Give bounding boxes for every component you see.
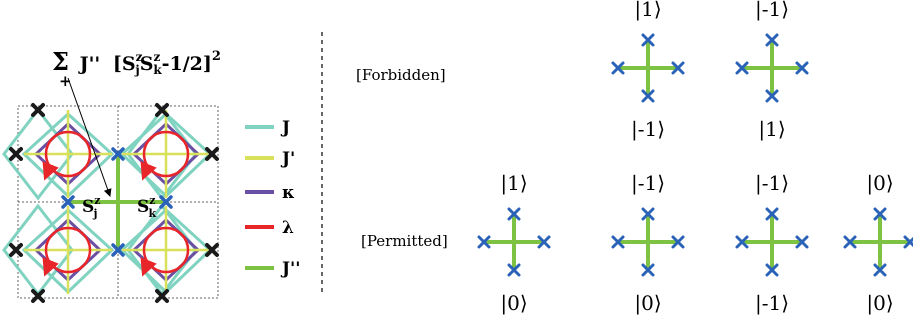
cross-mark <box>765 33 779 47</box>
permitted-vertex: |-1⟩ |-1⟩ <box>735 171 809 316</box>
cross-mark <box>641 207 655 221</box>
legend-item-kappa: κ <box>245 183 295 203</box>
ket-top: |-1⟩ <box>631 171 665 196</box>
forbidden-label: [Forbidden] <box>356 66 446 84</box>
cross-mark <box>111 243 125 257</box>
j-double-prime-bonds <box>68 154 166 250</box>
cross-mark <box>735 235 749 249</box>
cross-mark <box>843 235 857 249</box>
dark-crosses <box>9 103 219 303</box>
cross-mark <box>61 195 75 209</box>
cross-mark <box>765 89 779 103</box>
cross-mark <box>111 147 125 161</box>
cross-mark <box>9 243 23 257</box>
cross-mark <box>205 147 219 161</box>
cross-mark <box>903 235 913 249</box>
cross-mark <box>795 61 809 75</box>
cross-mark <box>31 289 45 303</box>
cross-mark <box>873 207 887 221</box>
cross-mark <box>611 235 625 249</box>
legend-item-j: J <box>245 118 290 138</box>
cross-mark <box>671 61 685 75</box>
permitted-label: [Permitted] <box>361 232 448 250</box>
ket-bottom: |-1⟩ <box>755 291 789 316</box>
forbidden-vertex: |1⟩ |-1⟩ <box>611 0 685 142</box>
cross-mark <box>507 263 521 277</box>
cross-mark <box>537 235 551 249</box>
cross-mark <box>795 235 809 249</box>
ket-bottom: |0⟩ <box>866 291 893 316</box>
cross-mark <box>155 289 169 303</box>
cross-mark <box>9 147 23 161</box>
formula-sum-sub: + <box>59 72 72 90</box>
forbidden-vertex: |-1⟩ |1⟩ <box>735 0 809 142</box>
ket-top: |-1⟩ <box>755 0 789 22</box>
legend-item-j-prime: J' <box>245 149 295 169</box>
legend-label: λ <box>282 218 294 238</box>
cross-mark <box>611 61 625 75</box>
cross-mark <box>671 235 685 249</box>
spin-configurations: |1⟩|-1⟩|-1⟩|1⟩|1⟩|0⟩|-1⟩|0⟩|-1⟩|-1⟩|0⟩|0… <box>477 0 913 316</box>
cross-mark <box>477 235 491 249</box>
permitted-vertex: |0⟩ |0⟩ <box>843 171 913 316</box>
cross-mark <box>31 103 45 117</box>
legend-label: κ <box>282 183 295 203</box>
permitted-vertex: |-1⟩ |0⟩ <box>611 171 685 316</box>
ket-top: |1⟩ <box>500 171 527 196</box>
ket-bottom: |0⟩ <box>500 291 527 316</box>
cross-mark <box>205 243 219 257</box>
ket-bottom: |-1⟩ <box>631 117 665 142</box>
cross-mark <box>873 263 887 277</box>
ket-top: |0⟩ <box>866 171 893 196</box>
legend-item-lambda: λ <box>245 218 294 238</box>
blue-crosses <box>61 147 173 257</box>
formula-arrow <box>67 77 112 197</box>
ket-top: |1⟩ <box>634 0 661 22</box>
cross-mark <box>765 207 779 221</box>
ket-bottom: |0⟩ <box>634 291 661 316</box>
cross-mark <box>641 33 655 47</box>
ket-bottom: |1⟩ <box>758 117 785 142</box>
ket-top: |-1⟩ <box>755 171 789 196</box>
legend-item-j-double-prime: J'' <box>245 259 300 279</box>
permitted-vertex: |1⟩ |0⟩ <box>477 171 551 316</box>
j-prime-bonds <box>24 110 210 294</box>
cross-mark <box>765 263 779 277</box>
legend-label: J' <box>280 149 295 169</box>
cross-mark <box>155 103 169 117</box>
lambda-loops <box>42 130 190 277</box>
legend: J J' κ λ J'' <box>245 118 300 279</box>
cross-mark <box>641 89 655 103</box>
legend-label: J'' <box>280 259 300 279</box>
cross-mark <box>735 61 749 75</box>
cross-mark <box>507 207 521 221</box>
cross-mark <box>641 263 655 277</box>
cross-mark <box>159 195 173 209</box>
legend-label: J <box>280 118 290 138</box>
